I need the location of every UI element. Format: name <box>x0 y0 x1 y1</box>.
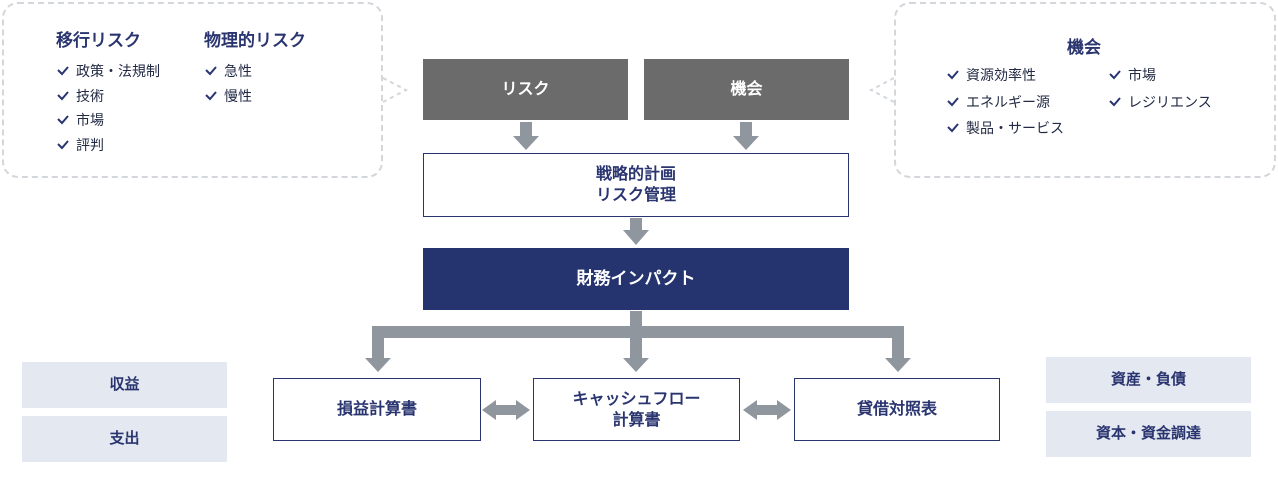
strategy-line-2: リスク管理 <box>595 185 676 204</box>
opportunity-item-label: 製品・サービス <box>966 121 1064 137</box>
transition-item-label: 政策・法規制 <box>76 64 160 80</box>
list-item: 市場 <box>56 110 104 130</box>
list-item: 市場 <box>1108 65 1156 85</box>
left-callout-pointer <box>382 77 409 103</box>
physical-item-label: 慢性 <box>224 89 252 105</box>
opportunity-title: 機会 <box>1067 38 1101 58</box>
strategy-risk-management-box: 戦略的計画 リスク管理 <box>423 153 849 217</box>
check-icon <box>204 64 218 78</box>
transition-item-label: 評判 <box>76 138 104 154</box>
transition-item-label: 技術 <box>76 89 104 105</box>
assets-liabilities-box: 資産・負債 <box>1046 357 1251 403</box>
strategy-line-1: 戦略的計画 <box>595 164 676 184</box>
check-icon <box>56 89 70 103</box>
check-icon <box>946 95 960 109</box>
physical-item-label: 急性 <box>224 64 252 80</box>
cash-flow-line-2: 計算書 <box>612 409 661 429</box>
check-icon <box>56 64 70 78</box>
risk-types-callout <box>2 2 383 178</box>
capital-financing-box: 資本・資金調達 <box>1046 411 1251 457</box>
list-item: レジリエンス <box>1108 92 1212 112</box>
cash-flow-statement-box: キャッシュフロー 計算書 <box>533 378 740 441</box>
pl-cf-double-arrow <box>482 400 530 420</box>
income-statement-box: 損益計算書 <box>273 378 481 441</box>
cash-flow-line-1: キャッシュフロー <box>572 388 701 408</box>
list-item: 評判 <box>56 135 104 155</box>
list-item: エネルギー源 <box>946 92 1050 112</box>
revenue-box: 収益 <box>22 362 227 408</box>
list-item: 政策・法規制 <box>56 61 160 81</box>
opportunity-down-arrow <box>733 122 759 150</box>
opportunity-item-label: 資源効率性 <box>966 68 1036 84</box>
right-callout-pointer <box>868 77 895 103</box>
list-item: 急性 <box>204 61 252 81</box>
check-icon <box>946 68 960 82</box>
financial-impact-box: 財務インパクト <box>423 248 849 310</box>
list-item: 技術 <box>56 86 104 106</box>
strategy-down-arrow <box>623 218 649 245</box>
list-item: 製品・サービス <box>946 118 1064 138</box>
list-item: 資源効率性 <box>946 65 1036 85</box>
check-icon <box>56 113 70 127</box>
check-icon <box>204 89 218 103</box>
list-item: 慢性 <box>204 86 252 106</box>
transition-risk-title: 移行リスク <box>56 31 141 51</box>
check-icon <box>946 121 960 135</box>
opportunity-item-label: 市場 <box>1128 68 1156 84</box>
opportunity-box: 機会 <box>644 59 849 120</box>
check-icon <box>1108 68 1122 82</box>
opportunity-item-label: エネルギー源 <box>966 95 1050 111</box>
risk-box: リスク <box>423 59 628 120</box>
check-icon <box>56 138 70 152</box>
opportunity-types-callout <box>894 2 1276 178</box>
balance-sheet-box: 貸借対照表 <box>794 378 1000 441</box>
risk-down-arrow <box>513 122 539 150</box>
opportunity-item-label: レジリエンス <box>1128 95 1212 111</box>
transition-item-label: 市場 <box>76 113 104 129</box>
branch-arrows <box>365 311 911 372</box>
physical-risk-title: 物理的リスク <box>204 31 306 51</box>
cf-bs-double-arrow <box>743 400 791 420</box>
check-icon <box>1108 95 1122 109</box>
expenses-box: 支出 <box>22 416 227 462</box>
